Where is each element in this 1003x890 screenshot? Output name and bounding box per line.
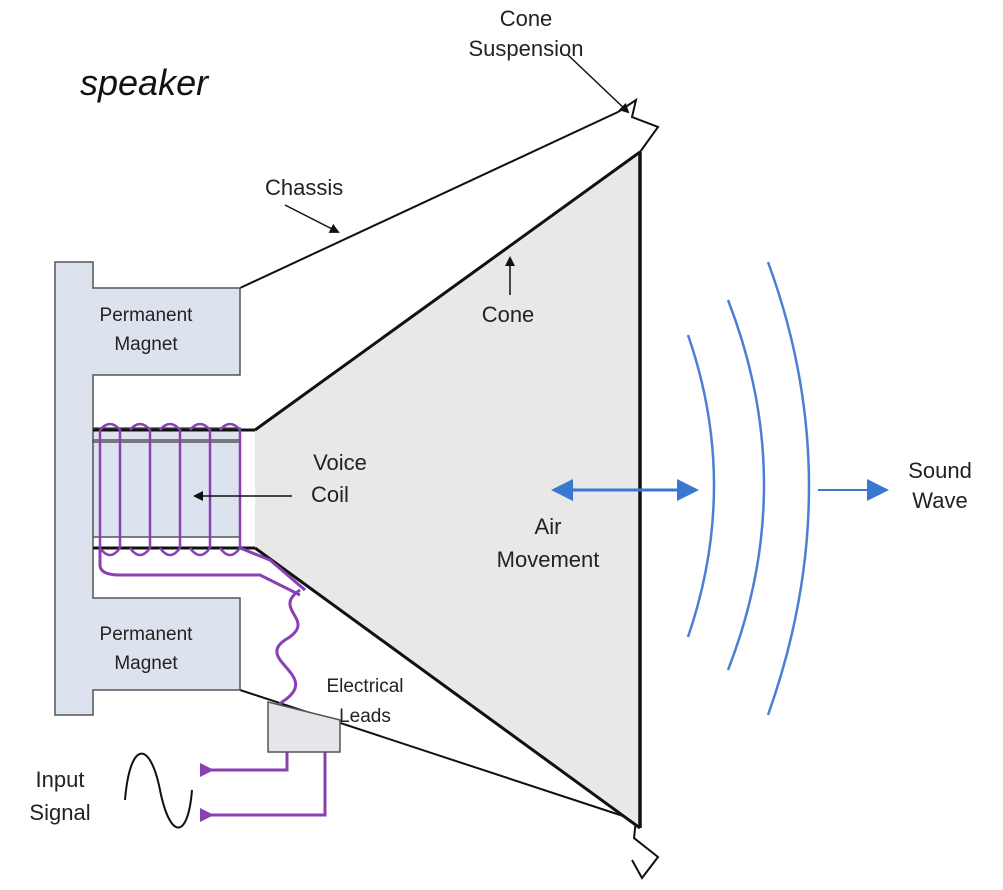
label-voice-coil-1: Voice — [313, 450, 367, 475]
permanent-magnet — [54, 261, 241, 716]
label-input-signal-2: Signal — [29, 800, 90, 825]
diagram-title: speaker — [80, 62, 210, 103]
label-air-movement-2: Movement — [497, 547, 600, 572]
cone — [254, 150, 642, 830]
label-air-movement-1: Air — [535, 514, 562, 539]
label-sound-wave-2: Wave — [912, 488, 967, 513]
label-magnet-bottom-2: Magnet — [114, 653, 178, 674]
label-electrical-leads-1: Electrical — [326, 676, 403, 697]
label-chassis: Chassis — [265, 175, 343, 200]
sine-wave-icon — [124, 752, 193, 829]
cone-suspension-top — [617, 97, 660, 153]
sound-waves — [686, 261, 811, 716]
label-electrical-leads-2: Leads — [339, 706, 391, 727]
label-sound-wave-1: Sound — [908, 458, 972, 483]
label-magnet-top-1: Permanent — [100, 305, 194, 326]
label-cone: Cone — [482, 302, 535, 327]
label-input-signal-1: Input — [36, 767, 85, 792]
chassis-pointer — [284, 204, 340, 233]
terminal-block — [267, 701, 341, 753]
voice-coil — [98, 422, 306, 597]
lead-wire-2 — [200, 730, 327, 822]
label-cone-suspension-2: Suspension — [469, 36, 584, 61]
label-cone-suspension-1: Cone — [500, 6, 553, 31]
label-voice-coil-2: Coil — [311, 482, 349, 507]
label-magnet-top-2: Magnet — [114, 334, 178, 355]
suspension-pointer — [567, 54, 630, 114]
label-magnet-bottom-1: Permanent — [100, 624, 194, 645]
